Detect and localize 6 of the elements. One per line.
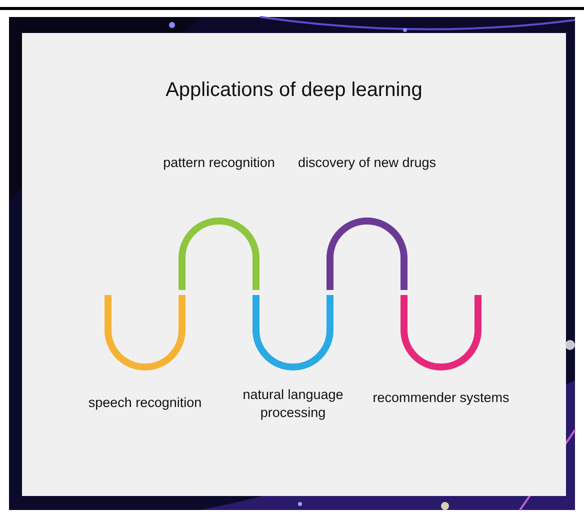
title: Applications of deep learning — [164, 79, 424, 102]
application-label: pattern recognition — [162, 154, 276, 172]
application-label: speech recognition — [87, 394, 203, 412]
application-label: discovery of new drugs — [297, 154, 437, 172]
application-label: recommender systems — [372, 389, 510, 407]
application-label: natural language processing — [242, 386, 344, 422]
